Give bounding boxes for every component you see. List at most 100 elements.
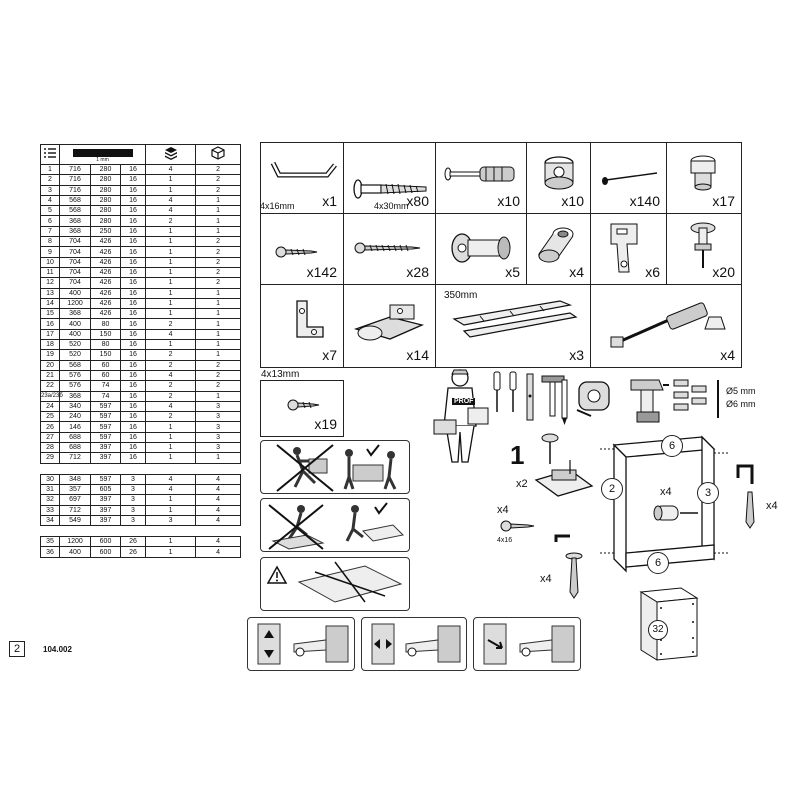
table-cell: 19: [40, 349, 60, 361]
table-cell: 397: [90, 452, 121, 464]
table-cell: 16: [119, 400, 147, 413]
table-cell: 4: [195, 494, 242, 506]
drill-bit-icon: [717, 380, 719, 418]
table-cell: 568: [59, 205, 91, 217]
qty-furniture-foot: x20: [712, 264, 735, 280]
table-cell: 16: [119, 369, 147, 382]
warning-protect-surface: [260, 498, 410, 552]
table-cell: 27: [40, 431, 60, 444]
row4-separator: [260, 367, 345, 368]
table-cell: 1: [145, 225, 197, 238]
part-callout-2: 2: [601, 478, 623, 500]
assembly-on-floor-wrong-icon: [268, 504, 325, 550]
table-cell: 597: [90, 411, 121, 423]
table-cell: 16: [119, 236, 147, 248]
table-cell: 26: [119, 546, 147, 558]
hw-screw-4x16: 4x16mm x142: [260, 201, 344, 285]
hw-screw-4x13: 4x13mm x19: [260, 369, 344, 437]
qty-leg-adjuster: x5: [505, 264, 520, 280]
table-cell: 4: [145, 369, 197, 382]
screwdriver-bits-icon: [673, 379, 707, 411]
screw-4x13-icon: [287, 399, 320, 411]
table-cell: 60: [90, 369, 121, 382]
bushing-icon: [538, 227, 574, 263]
table-cell: 597: [90, 431, 121, 444]
table-cell: 3: [145, 514, 197, 527]
table-cell: 3: [119, 473, 147, 485]
table-cell: 1: [145, 297, 197, 310]
table-cell: 16: [119, 390, 147, 402]
hw-hanger-plate: x6: [590, 213, 667, 285]
screw-4x30-icon: [354, 242, 421, 254]
table-cell: 3: [119, 483, 147, 496]
table-cell: 605: [90, 483, 121, 496]
hinge-adjust-horizontal: [361, 617, 467, 671]
hw-leg-adjuster: x5: [435, 213, 527, 285]
list-icon: [40, 144, 60, 165]
table-cell: 35: [40, 536, 60, 548]
table-cell: 80: [90, 339, 121, 351]
table-cell: 1: [145, 442, 197, 454]
table-cell: 2: [195, 266, 242, 279]
table-cell: 30: [40, 473, 60, 485]
screw-4x16-icon: [275, 246, 318, 258]
table-cell: 22: [40, 380, 60, 392]
shelf-pin-icon: [690, 155, 716, 191]
table-cell: 4: [145, 483, 197, 496]
table-cell: 520: [59, 349, 91, 361]
table-cell: 426: [90, 308, 121, 320]
table-cell: 4: [195, 514, 242, 527]
table-cell: 568: [59, 194, 91, 207]
qty-x2: x2: [516, 478, 528, 490]
table-cell: 716: [59, 184, 91, 196]
pencil-icon: [561, 379, 568, 425]
table-cell: 3: [195, 442, 242, 454]
table-cell: 1: [145, 536, 197, 548]
table-cell: 26: [119, 536, 147, 548]
table-cell: 1200: [59, 536, 91, 548]
table-cell: 1: [195, 318, 242, 330]
table-cell: 16: [119, 411, 147, 423]
table-cell: 4: [40, 194, 60, 207]
table-cell: 1: [145, 174, 197, 186]
table-cell: 2: [195, 174, 242, 186]
qty-bushing: x4: [569, 264, 584, 280]
screw-detail-icon: [500, 520, 535, 532]
cam-lock-detail-icon: [534, 433, 594, 497]
layers-icon: [145, 144, 197, 165]
table-cell: 16: [119, 297, 147, 310]
step-number: 1: [510, 440, 525, 470]
part-callout-6-bottom: 6: [647, 552, 669, 574]
nail-icon: [602, 172, 658, 185]
table-cell: 1: [145, 184, 197, 196]
table-cell: 16: [119, 225, 147, 238]
table-cell: 1: [145, 546, 197, 558]
table-cell: 3: [195, 421, 242, 433]
cabinet-carcass-icon: [600, 435, 728, 573]
table-cell: 7: [40, 225, 60, 238]
table-cell: 15: [40, 308, 60, 320]
table-cell: 16: [119, 359, 147, 371]
table-cell: 32: [40, 494, 60, 506]
table-cell: 23a/23б: [40, 390, 63, 402]
table-cell: 280: [90, 174, 121, 186]
table-cell: 397: [90, 442, 121, 454]
table-cell: 426: [90, 266, 121, 279]
table-cell: 16: [119, 349, 147, 361]
table-cell: 10: [40, 256, 60, 268]
table-cell: 16: [119, 246, 147, 258]
table-cell: 1: [145, 308, 197, 320]
table-cell: 280: [90, 215, 121, 227]
table-cell: 397: [90, 504, 121, 516]
qty-x4-confirmat: x4: [540, 573, 552, 585]
